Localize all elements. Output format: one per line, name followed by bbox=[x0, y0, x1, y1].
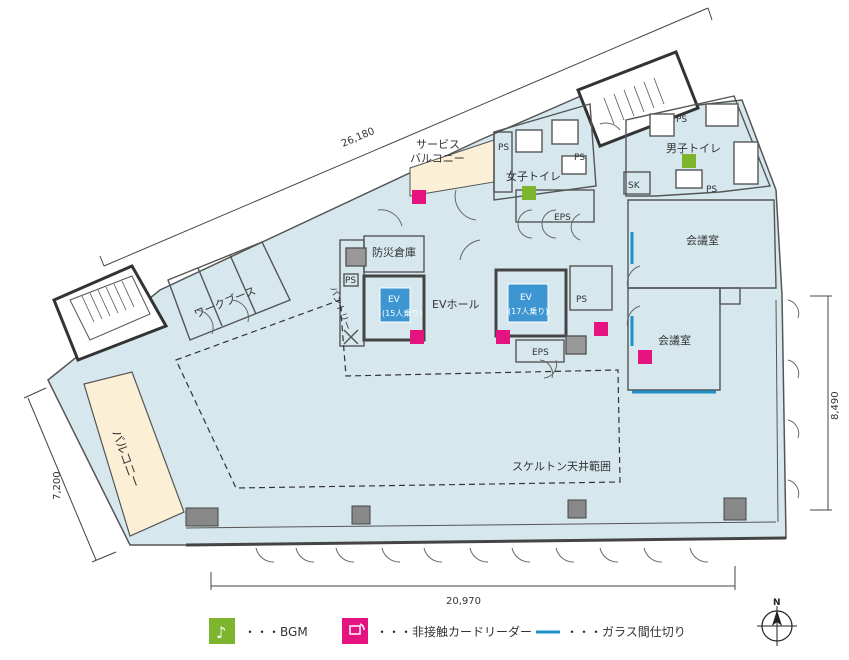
dim-right-label: 8,490 bbox=[830, 391, 841, 420]
bgm-icon-glyph: ♪ bbox=[216, 623, 226, 642]
balcony-area bbox=[83, 371, 185, 537]
sk-label: SK bbox=[628, 181, 641, 191]
disaster-storage-label: 防災倉庫 bbox=[372, 245, 416, 259]
disaster-storage-room bbox=[345, 235, 425, 273]
dimension-lines bbox=[23, 7, 832, 590]
legend-bgm-label: ・・・BGM bbox=[244, 625, 308, 639]
mens-toilet-room bbox=[623, 95, 771, 197]
womens-toilet-room bbox=[493, 103, 597, 223]
ev-hall bbox=[362, 268, 568, 342]
ps-label-5: PS bbox=[706, 185, 717, 195]
dim-bottom-label: 20,970 bbox=[446, 596, 481, 607]
stair-core-left bbox=[52, 264, 169, 362]
card-reader-icon bbox=[342, 618, 368, 644]
stair-core-right bbox=[576, 50, 700, 148]
meeting-room-1-label: 会議室 bbox=[686, 233, 719, 247]
compass-north-label: N bbox=[773, 598, 781, 608]
skeleton-ceiling-range bbox=[175, 299, 621, 489]
ps-label-3: PS bbox=[574, 153, 585, 163]
ps-label-6: PS bbox=[576, 295, 587, 305]
ps-label-4: PS bbox=[676, 115, 687, 125]
ev2-label: EV bbox=[520, 293, 533, 303]
ev-hall-label: EVホール bbox=[432, 298, 479, 311]
card-reader-icons bbox=[410, 190, 652, 364]
dim-top-label: 26,180 bbox=[340, 126, 377, 150]
legend-glass-label: ・・・ガラス間仕切り bbox=[566, 625, 686, 639]
card-reader-glyph bbox=[349, 623, 365, 635]
eps-bottom-room bbox=[515, 335, 587, 363]
meeting-room-2-label: 会議室 bbox=[658, 333, 691, 347]
right-doors bbox=[787, 299, 800, 499]
ev1-label: EV bbox=[388, 295, 401, 305]
ps-room-ev bbox=[569, 265, 613, 311]
eps-top-label: EPS bbox=[554, 213, 571, 223]
legend-card-label: ・・・非接触カードリーダー bbox=[376, 624, 532, 639]
north-compass-icon bbox=[757, 606, 797, 646]
meeting-room-1 bbox=[627, 199, 777, 289]
service-balcony-label-2: バルコニー bbox=[410, 152, 465, 165]
ps-label-2: PS bbox=[498, 143, 509, 153]
ev2-capacity: (17人乗り) bbox=[508, 306, 548, 316]
outer-wall-bottom bbox=[185, 299, 787, 547]
ev1-capacity: (15人乗り) bbox=[382, 308, 422, 318]
dim-left-label: 7,200 bbox=[52, 471, 63, 500]
service-balcony-label-1: サービス bbox=[416, 138, 460, 151]
interior-doors bbox=[195, 122, 641, 379]
mens-toilet-label: 男子トイレ bbox=[666, 142, 721, 155]
meeting-room-2 bbox=[627, 287, 741, 391]
bottom-doors bbox=[255, 547, 709, 563]
work-booths bbox=[167, 241, 291, 341]
eps-bottom-label: EPS bbox=[532, 348, 549, 358]
bgm-icons bbox=[522, 154, 696, 200]
womens-toilet-label: 女子トイレ bbox=[506, 169, 561, 183]
ps-label-1: PS bbox=[345, 276, 356, 286]
bgm-icon bbox=[209, 618, 235, 644]
skeleton-ceiling-label: スケルトン天井範囲 bbox=[512, 459, 611, 473]
legend: ♪ ・・・BGM ・・・非接触カードリーダー ・・・ガラス間仕切り bbox=[209, 618, 686, 644]
